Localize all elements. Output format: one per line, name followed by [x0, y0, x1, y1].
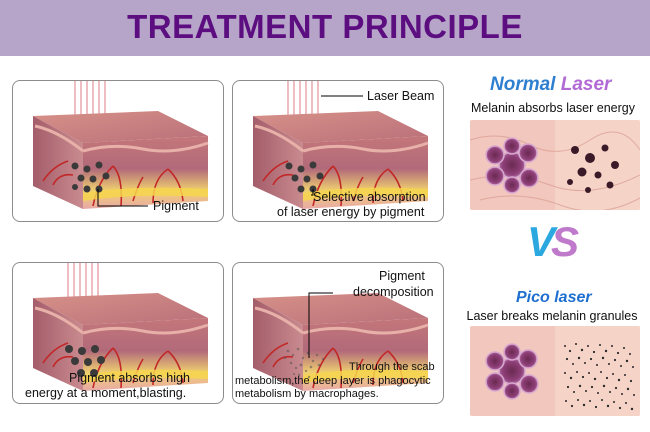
label-blasting: energy at a moment,blasting.	[25, 386, 187, 400]
pigment-particles	[71, 161, 110, 193]
label-selective-absorption: Selective absorption	[313, 190, 426, 204]
pico-laser-title: Pico laser	[516, 289, 592, 306]
label-laser-energy-by-pigment: of laser energy by pigment	[277, 205, 425, 219]
normal-laser-caption: Melanin absorbs laser energy	[471, 101, 635, 115]
pico-laser-image	[470, 326, 640, 416]
vs-s: S	[551, 218, 579, 265]
label-pigment: Pigment	[153, 199, 199, 213]
panel-decomposition: Pigment decomposition Through the scab m…	[232, 262, 444, 404]
pico-laser-caption: Laser breaks melanin granules	[466, 309, 638, 323]
label-pigment-decomp-1: Pigment	[379, 269, 425, 283]
label-pigment-decomp-2: decomposition	[353, 285, 434, 299]
vs-v: V	[527, 218, 555, 265]
pigment-particles	[285, 161, 324, 193]
skin-illustration	[251, 81, 430, 211]
label-metabolism-1: metabolism,the deep layer is phagocytic	[235, 375, 431, 387]
label-scab: Through the scab	[349, 361, 435, 373]
page-title: TREATMENT PRINCIPLE	[127, 8, 523, 45]
panel-pigment: Pigment	[12, 80, 224, 222]
fine-granules	[564, 343, 635, 411]
header-banner: TREATMENT PRINCIPLE	[0, 0, 650, 56]
laser-word: Laser	[560, 74, 612, 95]
panel-blasting: Pigment absorbs high energy at a moment,…	[12, 262, 224, 404]
skin-illustration	[31, 263, 210, 393]
skin-illustration	[251, 291, 430, 393]
normal-laser-title: Normal Laser	[490, 74, 611, 96]
pigment-particles	[65, 345, 105, 377]
skin-illustration	[31, 81, 210, 211]
normal-word: Normal	[490, 74, 556, 95]
label-laser-beam: Laser Beam	[367, 89, 435, 103]
vs-logo: VS	[527, 218, 579, 266]
label-pigment-absorbs: Pigment absorbs high	[69, 371, 190, 385]
label-metabolism-2: metabolism by macrophages.	[235, 388, 379, 400]
panel-selective-absorption: Laser Beam Selective absorption of laser…	[232, 80, 444, 222]
normal-laser-image	[470, 120, 640, 210]
